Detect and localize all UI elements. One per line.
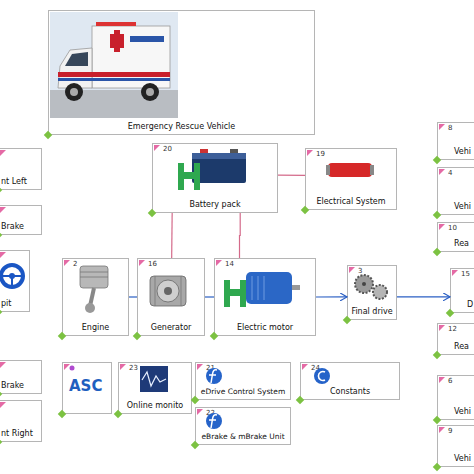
connector-line <box>397 296 450 297</box>
block-label: Electric motor <box>216 323 314 332</box>
callout-number: 24 <box>311 364 320 372</box>
connector-line <box>316 296 347 297</box>
block-label: Engine <box>64 323 127 332</box>
block-box: 6Vehi <box>437 375 474 420</box>
callout-number: 2 <box>73 260 77 268</box>
block-box: 8Vehi <box>437 122 474 160</box>
block-label: Vehi <box>454 454 471 463</box>
block-box: 16Generator <box>137 258 205 336</box>
callout-number: 15 <box>461 270 470 278</box>
callout-number: 6 <box>448 377 452 385</box>
block-box: 21 eDrive Control System <box>195 362 291 400</box>
connector-line <box>278 175 305 176</box>
callout-number: 12 <box>448 325 457 333</box>
block-label: Online monito <box>120 401 190 410</box>
block-box: 15D <box>450 268 474 313</box>
callout-number: 16 <box>148 260 157 268</box>
block-box: 20Battery pack <box>152 143 278 213</box>
callout-number: 20 <box>163 145 172 153</box>
block-label: Brake <box>1 222 24 231</box>
callout-number: 10 <box>448 224 457 232</box>
connector-line <box>171 213 173 258</box>
block-label: eDrive Control System <box>197 387 289 396</box>
callout-number: 3 <box>358 267 362 275</box>
block-box: 23Online monito <box>118 362 192 414</box>
callout-number: 19 <box>316 150 325 158</box>
block-box: ASC <box>62 362 112 414</box>
block-box: Emergency Rescue Vehicle <box>48 10 315 135</box>
block-label: Emergency Rescue Vehicle <box>50 122 313 131</box>
block-label: D <box>467 300 473 309</box>
block-box: 24Constants <box>300 362 400 400</box>
callout-number: 4 <box>448 169 452 177</box>
block-box: pit <box>0 250 30 312</box>
block-label: Generator <box>139 323 203 332</box>
block-box: 14Electric motor <box>214 258 316 336</box>
block-label: eBrake & mBrake Unit <box>197 432 289 441</box>
block-label: Electrical System <box>307 197 395 206</box>
connector-line <box>239 213 241 258</box>
callout-number: 23 <box>129 364 138 372</box>
block-label: ASC <box>69 377 102 395</box>
block-box: Brake <box>0 360 42 394</box>
block-label: nt Right <box>1 429 33 438</box>
callout-number: 22 <box>206 409 215 417</box>
block-box: 3Final drive <box>347 265 397 320</box>
block-label: Rea <box>454 342 469 351</box>
block-label: Rea <box>454 239 469 248</box>
block-label: Battery pack <box>154 200 276 209</box>
block-box: nt Left <box>0 148 42 190</box>
block-box: 9Vehi <box>437 425 474 467</box>
block-label: Brake <box>1 381 24 390</box>
block-label: Vehi <box>454 147 471 156</box>
connector-line <box>205 296 214 297</box>
callout-number: 8 <box>448 124 452 132</box>
block-label: Vehi <box>454 407 471 416</box>
block-label: nt Left <box>1 177 27 186</box>
block-box: 22 eBrake & mBrake Unit <box>195 407 291 445</box>
connector-line <box>129 296 137 297</box>
block-box: 19Electrical System <box>305 148 397 210</box>
callout-number: 14 <box>225 260 234 268</box>
callout-number: 9 <box>448 427 452 435</box>
block-box: Brake <box>0 205 42 235</box>
block-label: Constants <box>302 387 398 396</box>
block-box: 4Vehi <box>437 167 474 215</box>
block-box: 10Rea <box>437 222 474 252</box>
block-label: Final drive <box>349 307 395 316</box>
block-label: pit <box>1 299 11 308</box>
callout-number: 21 <box>206 364 215 372</box>
block-box: 2Engine <box>62 258 129 336</box>
block-box: nt Right <box>0 400 42 442</box>
block-box: 12Rea <box>437 323 474 355</box>
block-label: Vehi <box>454 202 471 211</box>
